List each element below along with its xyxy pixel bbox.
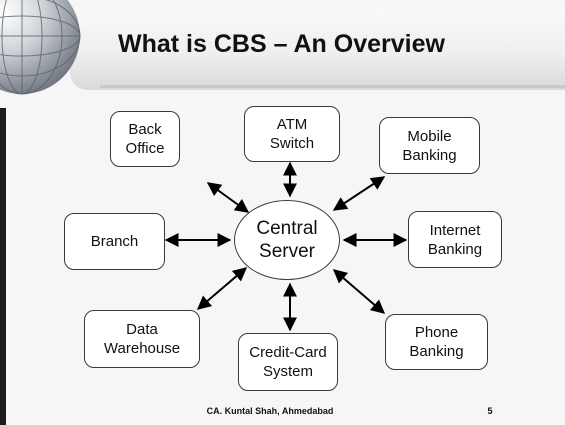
node-credit-card-system: Credit-Card System	[238, 333, 338, 391]
node-branch: Branch	[64, 213, 165, 270]
node-atm-switch: ATM Switch	[244, 106, 340, 162]
arrow-data-warehouse	[196, 267, 248, 310]
slide-title: What is CBS – An Overview	[118, 30, 445, 58]
globe-icon	[0, 0, 81, 95]
page-number: 5	[487, 406, 493, 416]
arrow-phone-banking	[332, 269, 386, 314]
node-central-server: Central Server	[234, 200, 340, 280]
title-band	[70, 8, 565, 90]
node-back-office: Back Office	[110, 111, 180, 167]
arrow-mobile-banking	[332, 176, 386, 211]
node-internet-banking: Internet Banking	[408, 211, 502, 268]
left-accent-bar	[0, 108, 6, 425]
node-data-warehouse: Data Warehouse	[84, 310, 200, 368]
node-mobile-banking: Mobile Banking	[379, 117, 480, 174]
footer-text: CA. Kuntal Shah, Ahmedabad	[206, 406, 334, 416]
title-underline	[100, 85, 565, 88]
arrow-back-office	[206, 182, 250, 213]
node-phone-banking: Phone Banking	[385, 314, 488, 370]
